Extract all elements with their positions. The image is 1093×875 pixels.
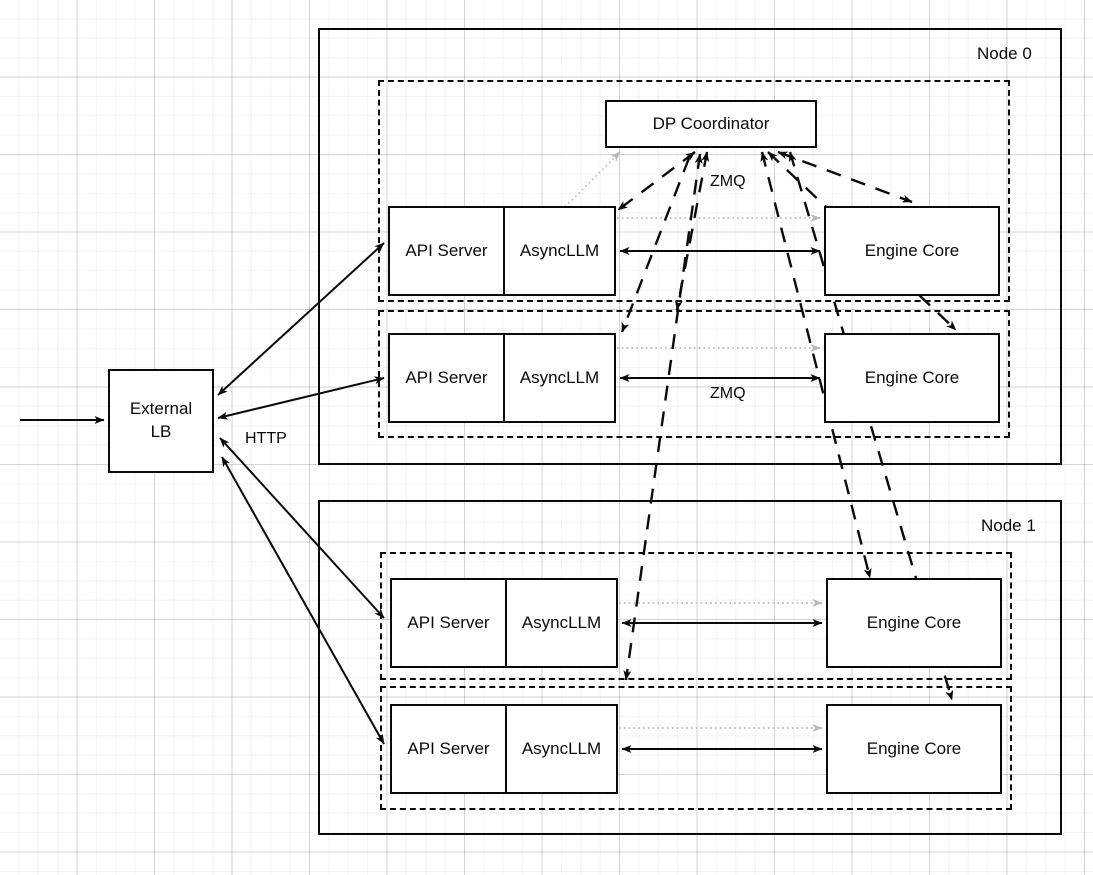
async-llm-cell-2[interactable]: AsyncLLM [521, 613, 602, 632]
engine-core-3[interactable]: Engine Core [826, 704, 1002, 794]
http-label: HTTP [245, 430, 287, 447]
api-server-group-2[interactable]: API Server AsyncLLM [390, 578, 618, 668]
api-server-cell-3[interactable]: API Server [392, 706, 507, 792]
api-server-group-0[interactable]: API Server AsyncLLM [388, 206, 616, 296]
node-label-0: Node 0 [977, 44, 1032, 63]
zmq-label-1: ZMQ [710, 385, 746, 402]
rank-group-0 [378, 80, 1010, 302]
rank-group-2 [380, 552, 1012, 680]
rank-group-3 [380, 686, 1012, 810]
dp-coordinator[interactable]: DP Coordinator [605, 100, 817, 148]
api-server-group-1[interactable]: API Server AsyncLLM [388, 333, 616, 423]
zmq-label-0: ZMQ [710, 173, 746, 190]
node-container-0 [318, 28, 1062, 465]
async-llm-cell-3[interactable]: AsyncLLM [521, 739, 602, 758]
api-server-cell-0[interactable]: API Server [390, 208, 505, 294]
node-container-1 [318, 500, 1062, 835]
external-lb[interactable]: External LB [108, 369, 214, 473]
async-llm-cell-1[interactable]: AsyncLLM [519, 368, 600, 387]
engine-core-2[interactable]: Engine Core [826, 578, 1002, 668]
external-lb-label-line2: LB [150, 422, 172, 441]
api-server-group-3[interactable]: API Server AsyncLLM [390, 704, 618, 794]
async-llm-cell-0[interactable]: AsyncLLM [519, 241, 600, 260]
node-label-1: Node 1 [981, 516, 1036, 535]
engine-core-1[interactable]: Engine Core [824, 333, 1000, 423]
rank-group-1 [378, 310, 1010, 438]
api-server-cell-1[interactable]: API Server [390, 335, 505, 421]
api-server-cell-2[interactable]: API Server [392, 580, 507, 666]
external-lb-label-line1: External [129, 399, 193, 419]
engine-core-0[interactable]: Engine Core [824, 206, 1000, 296]
